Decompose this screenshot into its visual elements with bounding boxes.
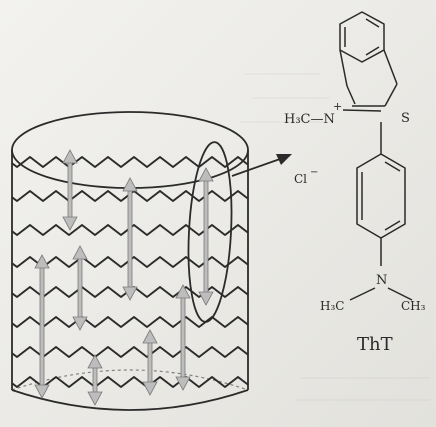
binding-groove-ellipse [187, 141, 233, 323]
amyloid-fibril-cylinder-icon [11, 111, 249, 411]
hbond-double-arrow [142, 329, 158, 396]
benzene-ring [339, 11, 385, 63]
beta-strand [12, 156, 248, 168]
chloride-label: Cl [294, 172, 307, 186]
beta-strand [12, 224, 248, 236]
methyl-left-label: H₃C [320, 299, 344, 313]
binding-site-arrow-icon [231, 154, 292, 177]
phenyl-ring [356, 153, 406, 239]
amine-n-label: N [376, 273, 387, 288]
hbond-double-arrow [122, 177, 138, 301]
hbond-double-arrow [72, 245, 88, 331]
beta-strand [12, 190, 248, 202]
chloride-charge: − [310, 167, 318, 178]
tht-caption: ThT [357, 334, 393, 355]
hbond-double-arrow [62, 149, 78, 231]
hbond-double-arrow [175, 284, 191, 391]
thiazole-ring [339, 49, 398, 107]
methyl-n-label: H₃C—N [284, 112, 335, 127]
sulfur-label: S [401, 111, 410, 126]
n-plus-charge: + [333, 100, 342, 113]
beta-strand [12, 316, 248, 328]
tht-molecule-structure [339, 11, 413, 301]
bleed-through-texture [240, 73, 430, 401]
hbond-double-arrow [87, 354, 103, 406]
beta-strands [12, 149, 248, 406]
beta-strand [12, 376, 248, 388]
beta-strand [12, 346, 248, 358]
hbond-double-arrow [198, 167, 214, 306]
methyl-right-label: CH₃ [401, 299, 426, 313]
hbond-double-arrow [34, 254, 50, 399]
